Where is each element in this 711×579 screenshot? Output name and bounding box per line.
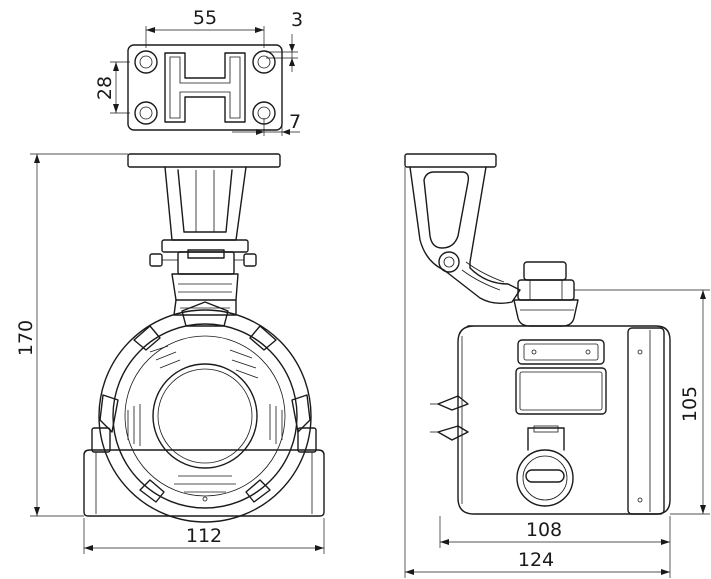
top-view-mounting-plate [127,44,283,131]
dim-label-side-body-width: 108 [526,519,562,541]
housing-nameplate-marks [127,345,283,493]
dimension-top-width: 55 [145,7,265,48]
dimension-side-total-width: 124 [404,167,671,578]
mounting-hole [134,101,158,125]
housing-outer-ring [98,309,312,523]
dimension-front-width: 112 [83,518,325,554]
dim-label-top-height: 28 [94,76,116,100]
dim-label-front-width: 112 [186,525,222,547]
side-body [457,325,671,515]
dimension-top-height: 28 [94,61,130,114]
dimension-front-height: 170 [15,153,128,517]
dim-label-top-width: 55 [193,7,217,29]
dimension-top-hole: 3 [266,9,303,72]
sensor-window [152,363,258,469]
dim-label-front-height: 170 [15,320,37,356]
dimension-side-body-width: 108 [439,516,671,548]
dimension-top-offset: 7 [232,111,301,136]
dim-label-side-height: 105 [679,386,701,422]
side-view [404,153,671,515]
dim-label-top-offset: 7 [289,111,301,133]
dim-label-top-hole: 3 [291,9,303,31]
dim-label-side-total-width: 124 [518,549,554,571]
dimension-side-height: 105 [574,289,710,515]
mounting-hole [252,50,276,74]
h-rib [164,52,246,123]
mounting-hole [134,50,158,74]
front-view [83,153,325,523]
